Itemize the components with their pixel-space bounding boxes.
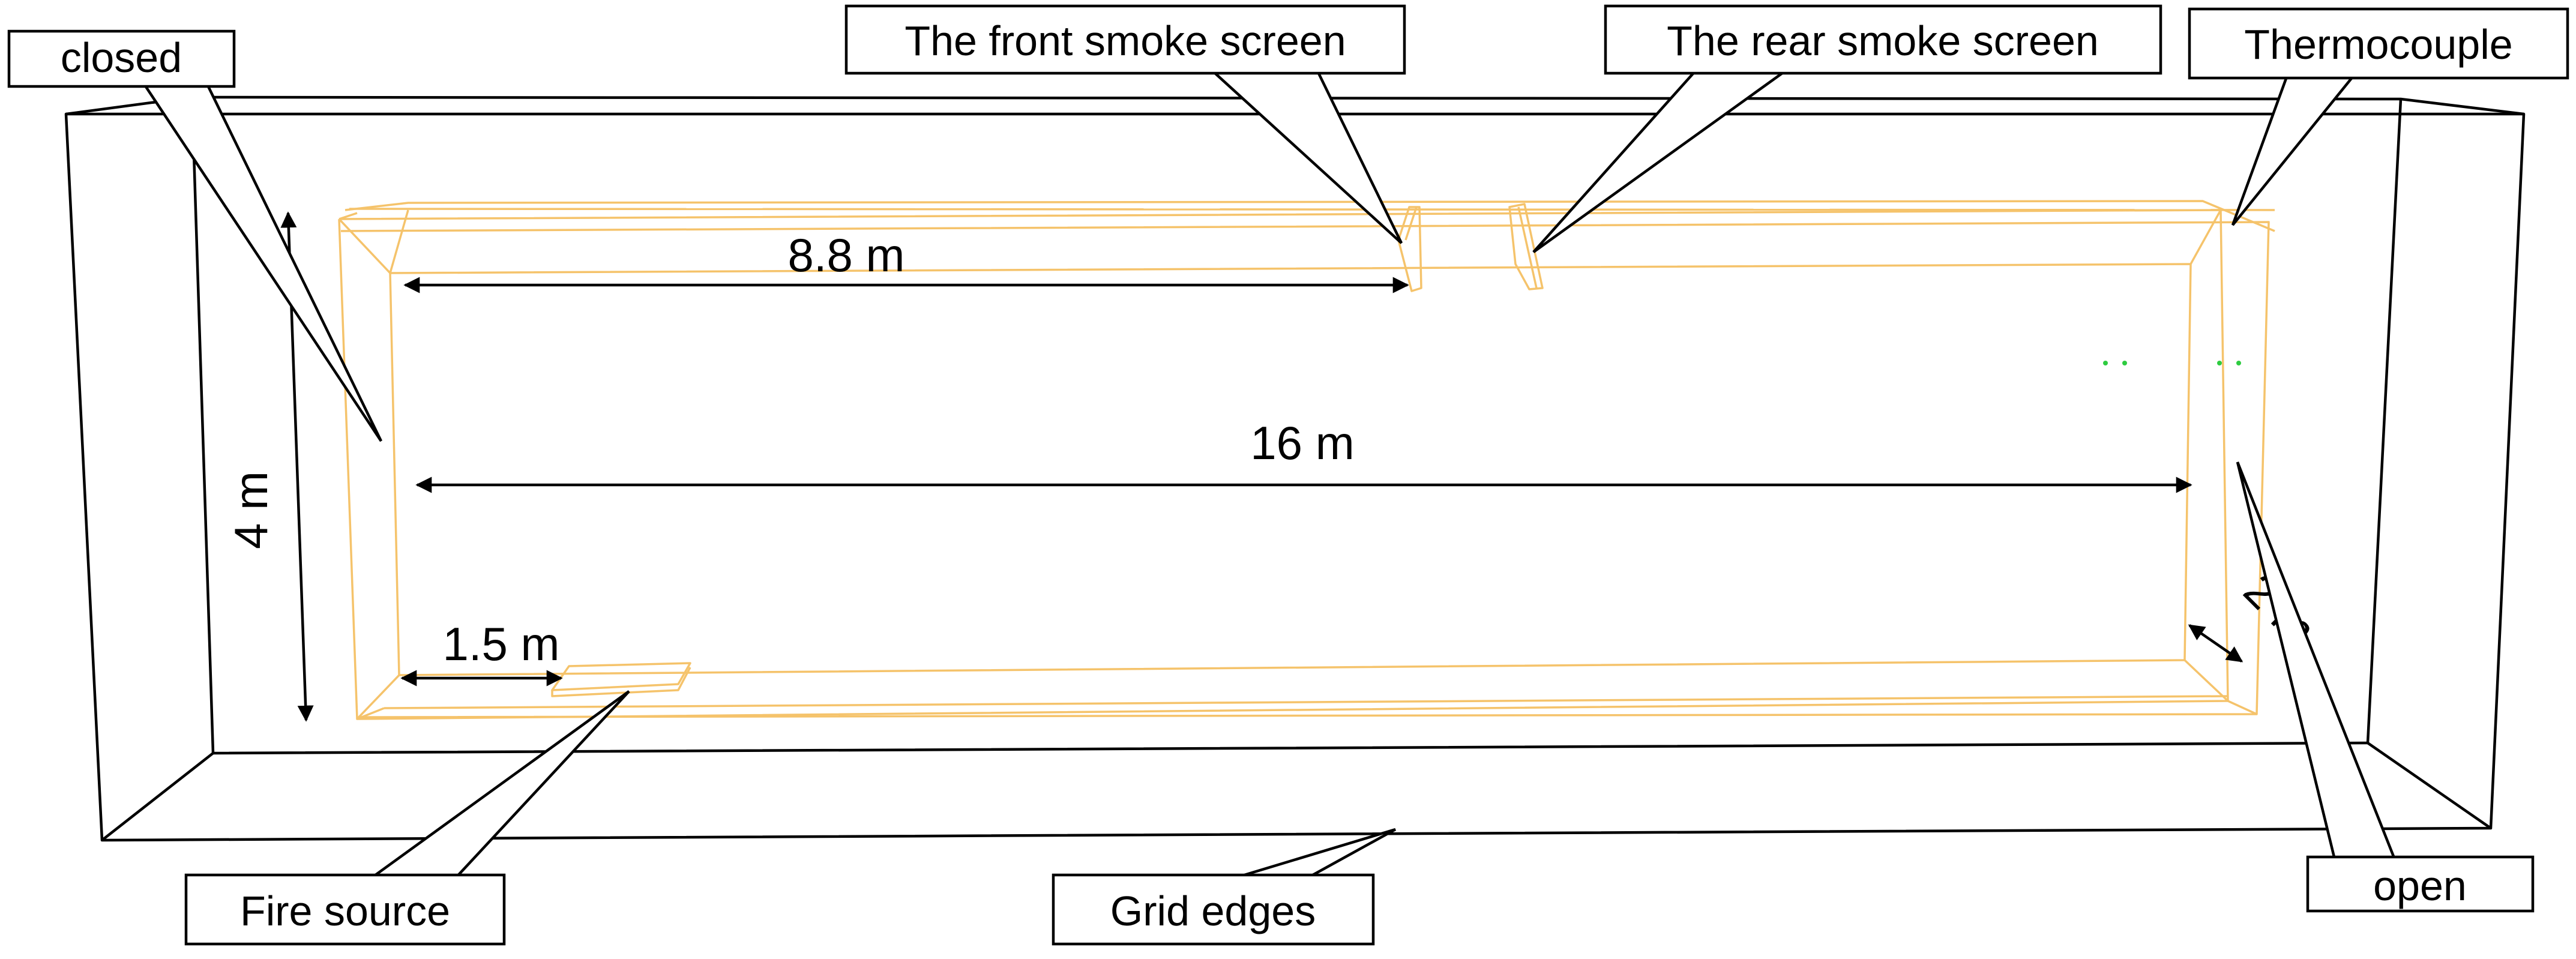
callout-front-smoke-screen: The front smoke screen (844, 4, 1406, 244)
dimension-label-length: 16 m (1250, 416, 1354, 469)
dimension-fire-distance: 1.5 m (400, 618, 563, 687)
fire-source-block (551, 662, 691, 697)
callout-label-open: open (2373, 862, 2467, 909)
rear-smoke-screen (1508, 203, 1544, 290)
callout-fire-source: Fire source (184, 690, 630, 946)
callout-label-thermocouple: Thermocouple (2244, 21, 2512, 68)
callout-rear-smoke-screen: The rear smoke screen (1532, 4, 2162, 253)
callout-closed: closed (7, 29, 383, 442)
dimension-label-front-distance: 8.8 m (787, 229, 904, 281)
callout-grid-edges: Grid edges (1052, 828, 1397, 946)
dimension-label-fire-distance: 1.5 m (442, 618, 559, 670)
dimension-length: 16 m (415, 416, 2192, 493)
dimension-label-height: 4 m (224, 471, 277, 549)
callout-label-grid-edges: Grid edges (1110, 888, 1316, 934)
callout-thermocouple: Thermocouple (2188, 7, 2569, 226)
dimension-front-distance: 8.8 m (403, 229, 1409, 293)
callout-label-closed: closed (61, 34, 182, 81)
front-smoke-screen (1397, 206, 1422, 292)
callout-label-fire-source: Fire source (240, 888, 450, 934)
callout-label-rear-smoke-screen: The rear smoke screen (1667, 17, 2099, 64)
callout-open: open (2236, 461, 2535, 913)
callout-label-front-smoke-screen: The front smoke screen (904, 17, 1346, 64)
thermocouple-points (2103, 361, 2241, 365)
